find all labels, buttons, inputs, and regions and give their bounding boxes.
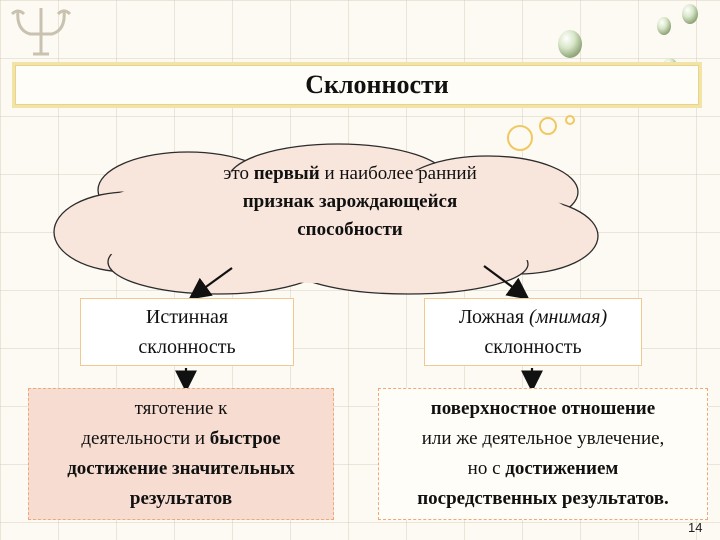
thought-cloud [53, 143, 599, 295]
thought-bubbles-icon [507, 115, 575, 151]
true-inclination-description: тяготение к деятельности и быстрое дости… [28, 388, 334, 520]
true-inclination-box: Истинная склонность [80, 298, 294, 366]
definition-text: это первый и наиболее ранний признак зар… [223, 163, 477, 240]
page-title: Склонности [305, 70, 449, 99]
false-inclination-description: поверхностное отношение или же деятельно… [378, 388, 708, 520]
false-inclination-box: Ложная (мнимая) склонность [424, 298, 642, 366]
psi-logo-icon [10, 8, 72, 56]
page-number: 14 [688, 520, 703, 535]
title-banner: Склонности [12, 62, 702, 108]
